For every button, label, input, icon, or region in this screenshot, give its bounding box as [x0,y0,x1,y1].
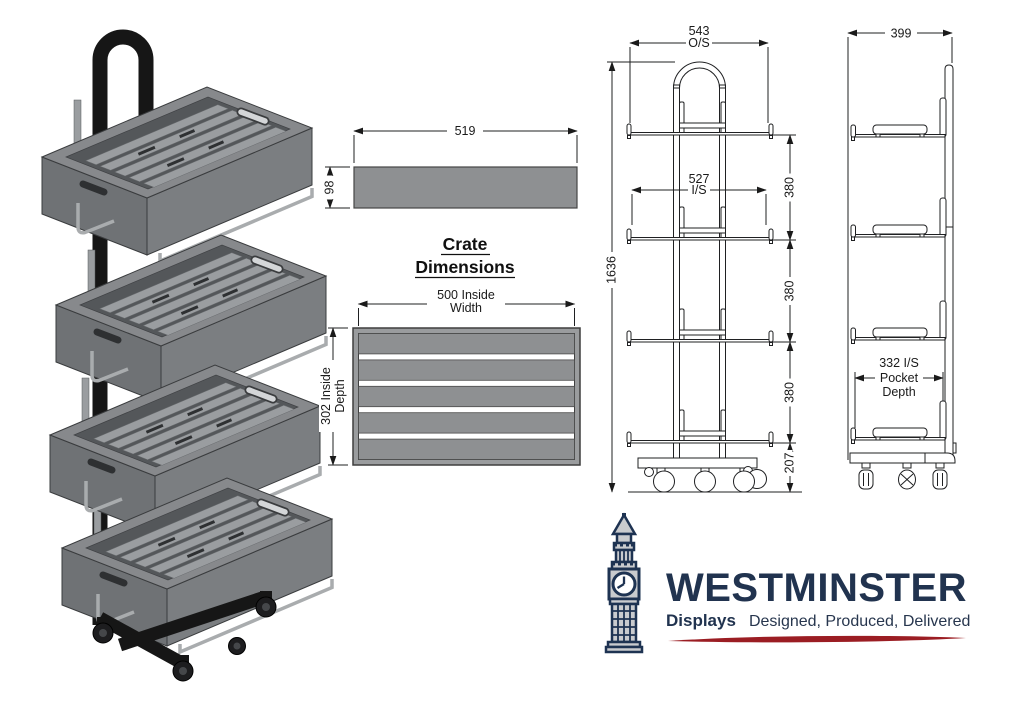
shelf-level-1 [626,101,774,139]
side-shelf-level-2 [850,197,947,241]
shelf-level-2 [626,206,774,244]
crate-hanger-tabs [73,99,102,547]
side-base [849,452,956,464]
dim-inside-width: 527 I/S [631,172,767,225]
dim-pocket-depth: 332 I/S Pocket Depth [854,356,944,428]
svg-text:399: 399 [891,27,912,41]
shelf-level-4 [626,409,774,447]
dim-crate-height: 98 [320,166,350,209]
svg-text:380: 380 [783,382,797,403]
svg-text:Crate: Crate [443,234,488,254]
svg-text:332 I/S: 332 I/S [879,356,919,370]
dim-shelf-spacings: 380 380 380 [772,134,797,444]
svg-text:1636: 1636 [605,256,619,284]
svg-text:Width: Width [450,301,482,315]
side-shelf-level-3 [850,300,947,344]
svg-text:527: 527 [689,172,710,186]
svg-text:380: 380 [783,177,797,198]
dim-inside-width: 500 Inside Width [357,288,576,326]
dim-inside-depth: 302 Inside Depth [319,327,349,466]
crate-dimensions-drawing: 519 98 Crate Dimensions 500 Inside Width [319,124,581,466]
front-elevation: 543 O/S 1636 527 I/S 380 [602,24,802,493]
svg-text:500 Inside: 500 Inside [437,288,495,302]
svg-text:519: 519 [455,124,476,138]
side-elevation: 399 332 I/S Pocket Depth [847,26,957,490]
dim-overall-depth: 399 [847,26,953,63]
red-swoosh [668,635,966,643]
dim-total-height: 1636 [602,61,675,493]
side-shelf-level-1 [850,97,947,141]
caster-wheels [92,591,277,682]
shelf-level-3 [626,308,774,346]
brand-tagline: Designed, Produced, Delivered [748,613,971,630]
brand-division: Displays [666,611,736,630]
big-ben-icon [604,512,644,654]
svg-text:I/S: I/S [691,183,706,197]
crate-top-view [352,327,581,466]
svg-text:302 Inside: 302 Inside [319,367,333,425]
svg-text:Dimensions: Dimensions [415,257,514,277]
brand-name: WESTMINSTER [666,566,968,610]
crate-side-profile [353,166,578,209]
frame-handle-loop [92,29,154,133]
svg-text:98: 98 [323,181,337,195]
isometric-stand-view [0,29,340,682]
drawing-title: Crate Dimensions [415,234,515,279]
logo-text-block: WESTMINSTER Displays Designed, Produced,… [666,568,971,649]
svg-text:380: 380 [783,281,797,302]
dim-base-height: 207 [780,442,797,493]
base-frame [96,590,268,668]
side-casters [858,462,948,490]
side-post [944,64,957,460]
svg-text:Pocket: Pocket [880,371,919,385]
dim-overall-width: 543 O/S [629,24,769,123]
crate-tier-1 [42,87,312,261]
svg-text:Depth: Depth [333,379,347,412]
svg-text:Depth: Depth [882,385,915,399]
svg-text:O/S: O/S [688,36,710,50]
front-casters [637,457,767,493]
dim-crate-width: 519 [353,124,578,163]
westminster-logo: WESTMINSTER Displays Designed, Produced,… [595,512,1015,667]
side-shelf-level-4 [850,400,947,444]
svg-text:207: 207 [783,453,797,474]
svg-text:543: 543 [689,24,710,38]
